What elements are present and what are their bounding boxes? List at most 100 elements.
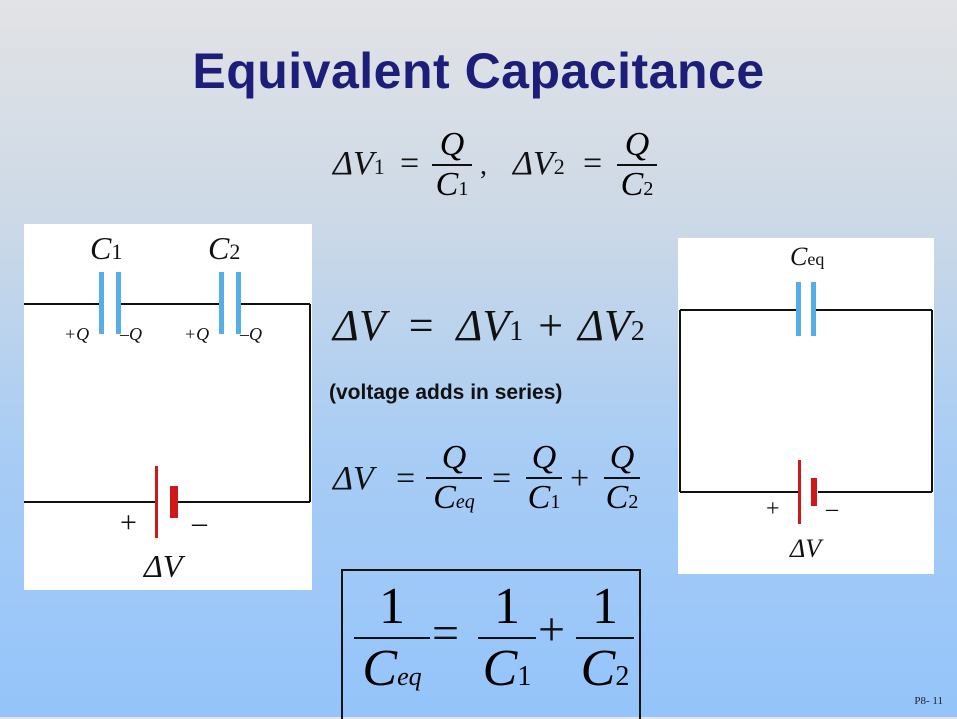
slide-title: Equivalent Capacitance <box>192 43 765 99</box>
eq-subscript: eq <box>455 491 475 513</box>
fraction-bar <box>354 637 430 639</box>
dv-symbol: ΔV <box>333 460 374 498</box>
series-circuit-diagram <box>24 272 311 538</box>
fraction-numerator: Q <box>609 439 635 476</box>
c1-subscript: 1 <box>111 239 123 264</box>
c2-subscript: 2 <box>643 178 654 200</box>
plus-sign: + <box>570 460 590 497</box>
one-over-c2: 1 C2 <box>576 581 634 695</box>
c2-subscript: 2 <box>615 661 630 692</box>
equals-sign-1: = <box>400 145 420 182</box>
c2-plate-left <box>219 272 224 334</box>
c2-label: C2 <box>208 230 240 267</box>
q-over-c1: Q C1 <box>432 128 472 202</box>
dv2-subscript: 2 <box>553 154 565 179</box>
battery-minus-sign: – <box>192 506 207 539</box>
fraction-denominator: Ceq <box>362 643 421 695</box>
dv1-symbol: ΔV <box>456 301 510 350</box>
fraction-numerator: Q <box>531 439 557 476</box>
c1-subscript: 1 <box>458 178 469 200</box>
fraction-bar <box>576 637 634 639</box>
dv2-expression: ΔV2 <box>513 145 565 183</box>
c1-label: C1 <box>90 230 122 267</box>
equals-sign-1: = <box>396 460 416 497</box>
left-circuit-panel: C1 C2 +Q –Q +Q –Q + – ΔV <box>24 224 312 590</box>
voltage-sum-equation: ΔV = ΔV1 + ΔV2 <box>333 300 645 351</box>
battery-short-plate <box>170 486 178 518</box>
plus-sign: + <box>538 603 566 656</box>
q-over-c1: Q C1 <box>526 441 562 515</box>
fraction-bar <box>617 164 657 166</box>
equals-sign-2: = <box>492 460 512 497</box>
equals-sign-2: = <box>583 145 603 182</box>
plus-sign: + <box>538 301 564 350</box>
fraction-bar <box>426 477 482 479</box>
q-over-c2: Q C2 <box>617 128 657 202</box>
c1-plate-right <box>116 272 121 334</box>
right-wires <box>679 309 933 493</box>
delta-v-label: ΔV <box>790 534 822 563</box>
c-symbol: C <box>790 242 808 271</box>
dv-symbol: ΔV <box>333 301 386 350</box>
delta-v-label: ΔV <box>144 548 183 584</box>
dv1-expression: ΔV1 <box>333 145 385 183</box>
c-symbol: C <box>620 166 644 203</box>
dv2-subscript: 2 <box>630 316 645 347</box>
comma: , <box>480 150 487 181</box>
fraction-denominator: C1 <box>528 481 561 515</box>
fraction-denominator: C2 <box>606 481 639 515</box>
fraction-denominator: C2 <box>621 168 654 202</box>
c1-subscript: 1 <box>550 491 561 513</box>
c1-subscript: 1 <box>517 661 532 692</box>
eq-subscript: eq <box>397 662 422 691</box>
battery-long-plate <box>155 466 158 538</box>
ceq-label: Ceq <box>790 242 824 272</box>
one-over-c1: 1 C1 <box>478 581 536 695</box>
fraction-bar <box>604 477 640 479</box>
fraction-bar <box>478 637 536 639</box>
c1-plus-q: +Q <box>64 324 90 344</box>
fraction-bar <box>432 164 472 166</box>
c-symbol: C <box>433 479 456 516</box>
dv1-symbol: ΔV <box>333 145 374 182</box>
dv2-symbol: ΔV <box>578 301 631 350</box>
c-symbol: C <box>362 640 398 697</box>
battery-minus-sign: – <box>826 496 838 522</box>
fraction-numerator: 1 <box>494 578 520 635</box>
battery-plus-sign: + <box>766 496 780 522</box>
c2-subscript: 2 <box>229 239 241 264</box>
fraction-denominator: C1 <box>483 643 532 695</box>
c1-minus-q: –Q <box>120 324 142 344</box>
series-caption: (voltage adds in series) <box>329 381 563 404</box>
one-over-ceq: 1 Ceq <box>354 581 430 695</box>
fraction-numerator: 1 <box>379 578 405 635</box>
fraction-denominator: Ceq <box>433 481 475 515</box>
dv1-subscript: 1 <box>509 316 524 347</box>
q-over-c2: Q C2 <box>604 441 640 515</box>
c-symbol: C <box>527 479 551 516</box>
ceq-plate-left <box>796 282 801 336</box>
dv1-subscript: 1 <box>373 154 385 179</box>
ceq-subscript: eq <box>807 249 825 269</box>
fraction-denominator: C2 <box>581 643 630 695</box>
battery-plus-sign: + <box>120 506 137 539</box>
c-symbol: C <box>208 230 230 266</box>
dv-text: ΔV <box>333 460 374 497</box>
battery-short-plate <box>811 478 817 506</box>
c-symbol: C <box>605 479 629 516</box>
fraction-numerator: Q <box>439 126 465 163</box>
q-over-ceq: Q Ceq <box>426 441 482 515</box>
right-circuit-panel: Ceq + – ΔV <box>678 238 934 574</box>
fraction-bar <box>526 477 562 479</box>
left-wires <box>24 303 311 503</box>
fraction-numerator: Q <box>441 439 467 476</box>
c2-plate-right <box>236 272 241 334</box>
page-number: P8- 11 <box>914 695 943 707</box>
c1-plate-left <box>99 272 104 334</box>
battery-long-plate <box>798 460 801 524</box>
equals-sign: = <box>408 301 434 350</box>
equals-sign: = <box>432 607 460 660</box>
c-symbol: C <box>580 640 616 697</box>
c-symbol: C <box>90 230 112 266</box>
result-box <box>341 569 641 719</box>
